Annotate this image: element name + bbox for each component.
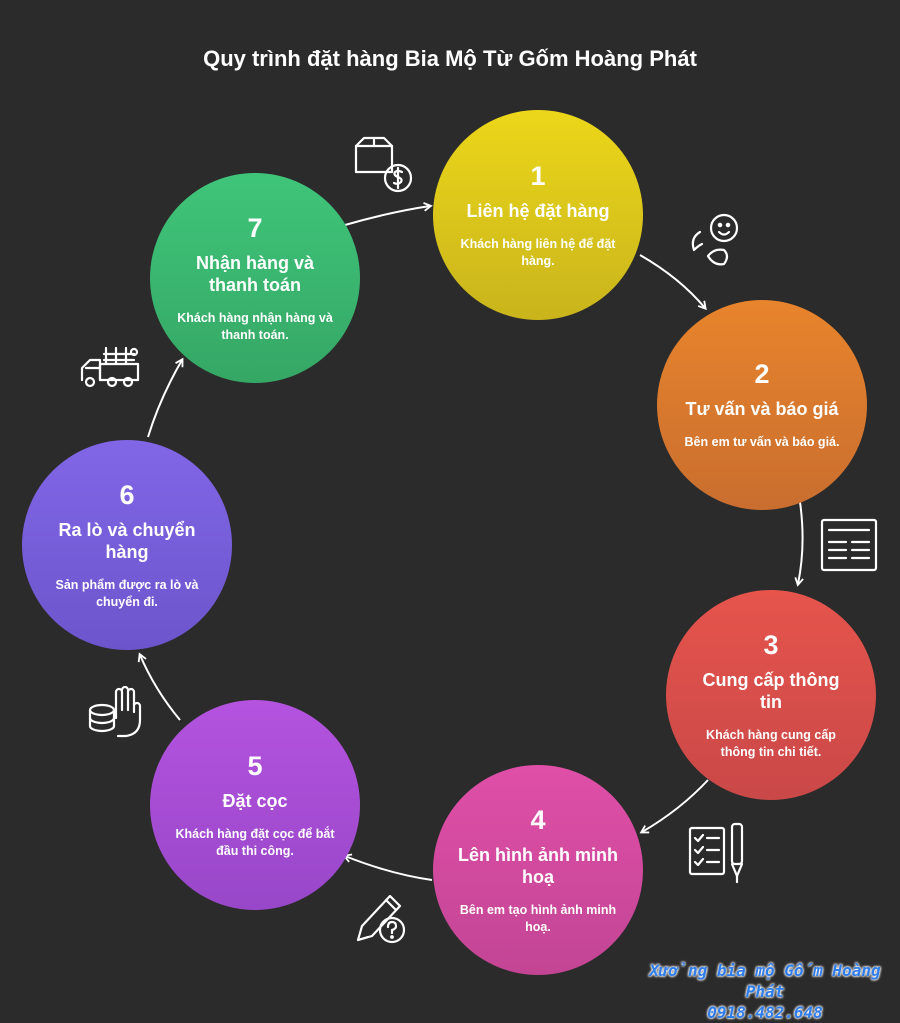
chat-faces-icon [680,206,750,276]
arrow-1-to-2 [639,254,707,311]
step-title: Lên hình ảnh minh hoạ [458,844,618,887]
step-1-circle: 1 Liên hệ đặt hàng Khách hàng liên hệ để… [433,110,643,320]
step-description: Khách hàng cung cấp thông tin chi tiết. [706,727,836,759]
step-title: Đặt cọc [222,790,288,811]
coins-hand-icon [82,676,152,746]
document-layout-icon [814,510,884,580]
step-number: 5 [247,750,263,781]
step-6-circle: 6 Ra lò và chuyển hàng Sản phẩm được ra … [22,440,232,650]
step-7-circle: 7 Nhận hàng và thanh toán Khách hàng nhậ… [150,173,360,383]
step-number: 2 [754,359,770,389]
step-number: 4 [530,804,546,835]
step-number: 1 [530,160,546,191]
step-description: Khách hàng đặt cọc để bắt đầu thi công. [175,826,335,858]
arrow-5-to-6 [137,652,181,721]
arrow-4-to-5 [342,853,433,881]
checklist-pen-icon [682,818,752,888]
arrow-6-to-7 [147,357,184,438]
step-description: Khách hàng nhận hàng và thanh toán. [177,310,333,342]
step-title: Tư vấn và báo giá [685,399,839,419]
step-title: Cung cấp thông tin [702,669,840,712]
arrow-2-to-3 [794,501,804,587]
watermark-phone: 0918.482.648 [707,1003,823,1022]
page-title: Quy trình đặt hàng Bia Mộ Từ Gốm Hoàng P… [203,46,697,71]
step-description: Bên em tư vấn và báo giá. [684,435,840,449]
arrow-3-to-4 [639,779,709,834]
step-description: Khách hàng liên hệ để đặt hàng. [460,236,616,268]
box-dollar-icon [348,128,418,198]
pencil-question-icon [346,882,416,952]
step-number: 3 [763,629,779,660]
truck-icon [76,334,146,404]
step-number: 7 [247,212,263,243]
step-title: Nhận hàng và thanh toán [195,252,315,295]
step-3-circle: 3 Cung cấp thông tin Khách hàng cung cấp… [666,590,876,800]
step-description: Bên em tạo hình ảnh minh hoạ. [459,902,617,934]
watermark-name: Xưởng bia mộ Gốm Hoàng Phát [649,961,881,1001]
step-4-circle: 4 Lên hình ảnh minh hoạ Bên em tạo hình … [433,765,643,975]
step-description: Sản phẩm được ra lò và chuyển đi. [55,577,199,609]
step-title: Liên hệ đặt hàng [466,200,610,221]
step-2-circle: 2 Tư vấn và báo giá Bên em tư vấn và báo… [657,300,867,510]
step-number: 6 [119,479,135,510]
watermark: Xưởng bia mộ Gốm Hoàng Phát 0918.482.648 [640,960,890,1023]
step-5-circle: 5 Đặt cọc Khách hàng đặt cọc để bắt đầu … [150,700,360,910]
step-title: Ra lò và chuyển hàng [58,519,196,562]
arrow-7-to-1 [344,202,433,226]
